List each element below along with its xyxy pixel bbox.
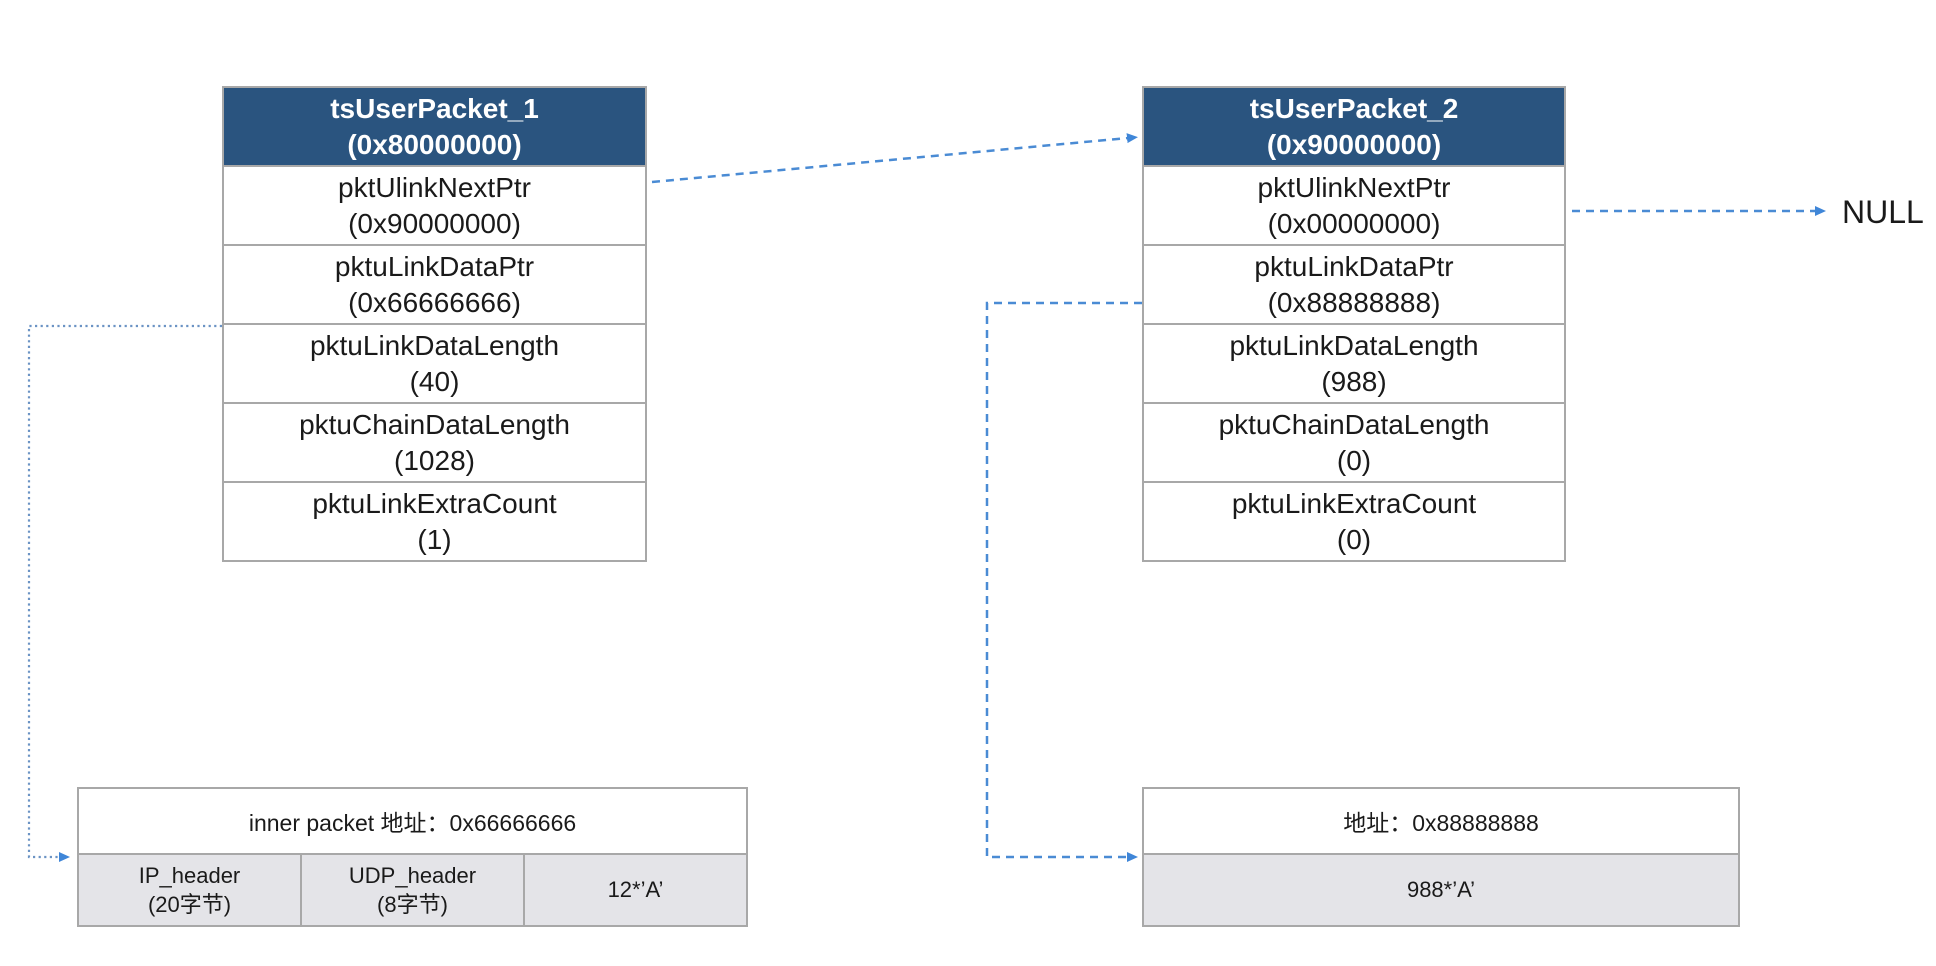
field-name: pktuLinkExtraCount bbox=[1231, 487, 1477, 519]
field-name: pktuLinkDataPtr bbox=[1254, 250, 1454, 282]
field-value: (0x88888888) bbox=[1267, 286, 1441, 318]
packet-1-field-datalength: pktuLinkDataLength (40) bbox=[224, 323, 645, 402]
packet-1-header: tsUserPacket_1 (0x80000000) bbox=[224, 88, 645, 165]
field-name: pktuLinkDataLength bbox=[1229, 329, 1479, 361]
packet-struct-1: tsUserPacket_1 (0x80000000) pktUlinkNext… bbox=[222, 86, 647, 562]
packet-2-field-nextptr: pktUlinkNextPtr (0x00000000) bbox=[1144, 165, 1564, 244]
packet-2-address: (0x90000000) bbox=[1266, 128, 1442, 160]
buffer-cell-payload: 988*’A’ bbox=[1144, 855, 1738, 925]
field-name: pktuLinkExtraCount bbox=[312, 487, 557, 519]
field-name: pktUlinkNextPtr bbox=[1257, 171, 1451, 203]
packet2-buffer-title: 地址：0x88888888 bbox=[1343, 810, 1539, 836]
packet-1-field-dataptr: pktuLinkDataPtr (0x66666666) bbox=[224, 244, 645, 323]
packet-1-field-nextptr: pktUlinkNextPtr (0x90000000) bbox=[224, 165, 645, 244]
field-name: pktuChainDataLength bbox=[1218, 408, 1490, 440]
packet-struct-2: tsUserPacket_2 (0x90000000) pktUlinkNext… bbox=[1142, 86, 1566, 562]
field-value: (0x00000000) bbox=[1267, 207, 1441, 239]
packet-2-field-chaindatalength: pktuChainDataLength (0) bbox=[1144, 402, 1564, 481]
field-name: pktuLinkDataLength bbox=[309, 329, 560, 361]
cell-label: 12*’A’ bbox=[607, 877, 664, 903]
packet-1-address: (0x80000000) bbox=[347, 128, 522, 160]
field-value: (0x90000000) bbox=[348, 207, 521, 239]
null-label: NULL bbox=[1842, 194, 1924, 230]
packet2-buffer: 地址：0x88888888 988*’A’ bbox=[1142, 787, 1740, 927]
packet-2-field-extracount: pktuLinkExtraCount (0) bbox=[1144, 481, 1564, 560]
inner-packet-buffer: inner packet 地址：0x66666666 IP_header (20… bbox=[77, 787, 748, 927]
packet-2-title: tsUserPacket_2 bbox=[1249, 93, 1459, 125]
cell-label: 988*’A’ bbox=[1406, 877, 1476, 903]
buffer-cell-ip-header: IP_header (20字节) bbox=[79, 855, 300, 925]
packet2-buffer-cells: 988*’A’ bbox=[1144, 853, 1738, 925]
field-value: (0) bbox=[1336, 444, 1372, 476]
packet-2-header: tsUserPacket_2 (0x90000000) bbox=[1144, 88, 1564, 165]
cell-label: IP_header bbox=[138, 862, 241, 888]
field-value: (1) bbox=[417, 523, 452, 555]
field-value: (988) bbox=[1321, 365, 1387, 397]
cell-sub: (20字节) bbox=[147, 892, 232, 917]
packet-1-title: tsUserPacket_1 bbox=[330, 93, 539, 125]
field-name: pktuChainDataLength bbox=[299, 408, 570, 440]
field-value: (0x66666666) bbox=[348, 286, 521, 318]
field-value: (0) bbox=[1336, 523, 1372, 555]
cell-label: UDP_header bbox=[348, 862, 477, 888]
field-value: (40) bbox=[409, 365, 460, 397]
inner-packet-buffer-title: inner packet 地址：0x66666666 bbox=[248, 810, 577, 836]
packet-2-field-datalength: pktuLinkDataLength (988) bbox=[1144, 323, 1564, 402]
buffer-cell-payload: 12*’A’ bbox=[523, 855, 746, 925]
packet-1-field-extracount: pktuLinkExtraCount (1) bbox=[224, 481, 645, 560]
field-value: (1028) bbox=[394, 444, 475, 476]
arrow-dataptr-packet1-to-inner-buffer bbox=[27, 324, 222, 862]
packet-1-field-chaindatalength: pktuChainDataLength (1028) bbox=[224, 402, 645, 481]
field-name: pktUlinkNextPtr bbox=[338, 171, 531, 203]
cell-sub: (8字节) bbox=[377, 892, 448, 917]
packet-2-field-dataptr: pktuLinkDataPtr (0x88888888) bbox=[1144, 244, 1564, 323]
field-name: pktuLinkDataPtr bbox=[334, 250, 535, 282]
arrow-nextptr-packet1-to-packet2 bbox=[651, 133, 1138, 184]
arrow-dataptr-packet2-to-buffer bbox=[985, 301, 1142, 862]
buffer-cell-udp-header: UDP_header (8字节) bbox=[300, 855, 523, 925]
inner-packet-buffer-cells: IP_header (20字节) UDP_header (8字节) 12*’A’ bbox=[79, 853, 746, 925]
